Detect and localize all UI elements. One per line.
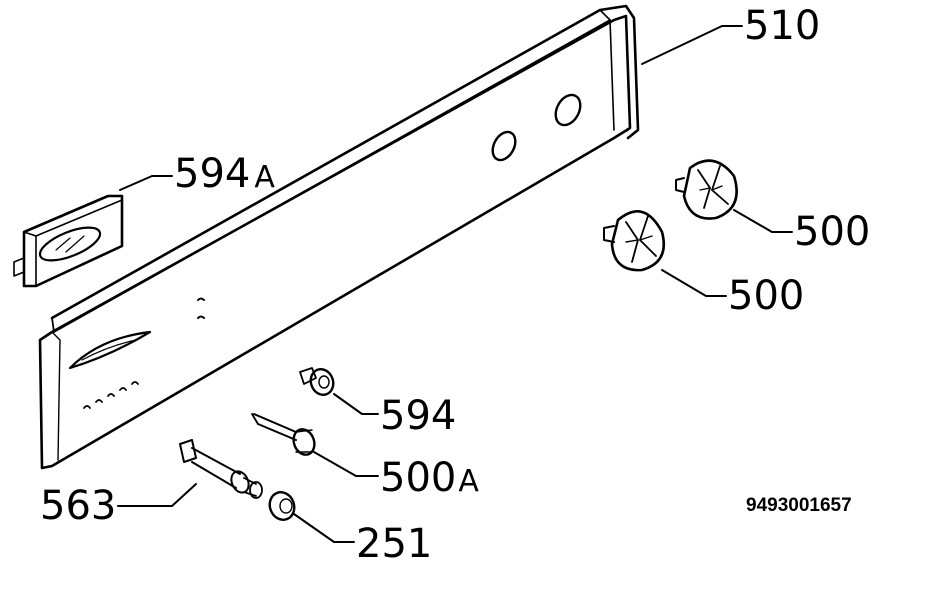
callout-251: 251: [356, 521, 433, 567]
button-594: [299, 367, 335, 396]
callout-594a-suffix: A: [254, 160, 275, 195]
knob-500-lower: [603, 210, 666, 272]
callout-500a-number: 500: [380, 455, 457, 501]
callout-500a: 500A: [380, 458, 479, 498]
control-panel-510: [38, 4, 640, 470]
shaft-563: [179, 439, 263, 499]
knob-500-upper: [675, 159, 738, 220]
drawing-code: 9493001657: [746, 495, 852, 516]
callout-594: 594: [380, 393, 457, 439]
callout-510: 510: [744, 3, 821, 49]
bracket-594a: [13, 194, 124, 288]
callout-563: 563: [40, 483, 117, 529]
shaft-500a: [251, 413, 316, 456]
callout-594a-number: 594: [174, 151, 251, 197]
callout-500-lower: 500: [728, 273, 805, 319]
callout-500-upper: 500: [794, 209, 871, 255]
leader-lines: [117, 25, 793, 543]
cap-251: [268, 491, 296, 521]
callout-500a-suffix: A: [458, 464, 479, 499]
